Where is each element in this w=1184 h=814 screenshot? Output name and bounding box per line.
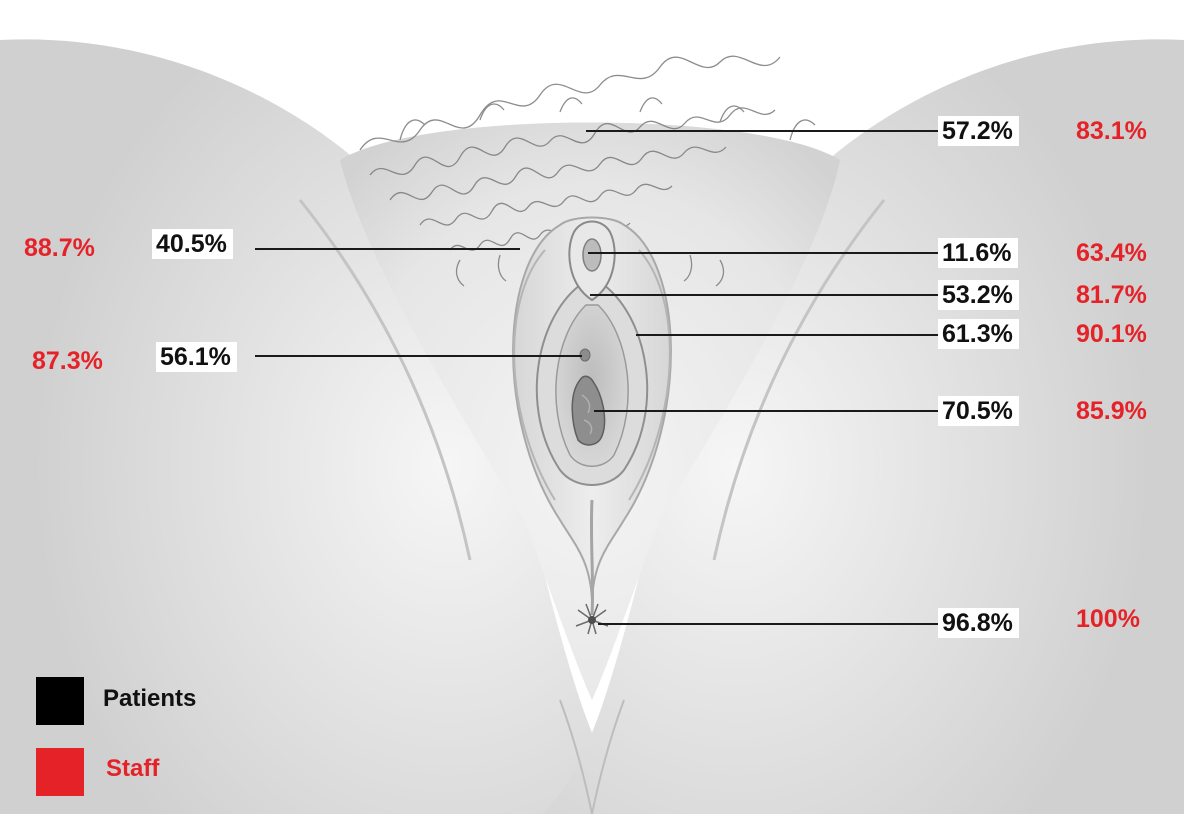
legend-patients-label: Patients bbox=[103, 684, 196, 714]
staff-value-vaginal-opening: 85.9% bbox=[1076, 396, 1147, 426]
staff-value-labia-minora: 90.1% bbox=[1076, 319, 1147, 349]
staff-value-mons: 83.1% bbox=[1076, 116, 1147, 146]
staff-value-clitoral-hood: 81.7% bbox=[1076, 280, 1147, 310]
staff-value-labia-majora: 88.7% bbox=[24, 233, 95, 263]
patients-value-mons: 57.2% bbox=[938, 116, 1019, 146]
staff-value-urethra: 87.3% bbox=[32, 346, 103, 376]
patients-value-clitoral-hood: 53.2% bbox=[938, 280, 1019, 310]
patients-value-labia-minora: 61.3% bbox=[938, 319, 1019, 349]
patients-value-anus: 96.8% bbox=[938, 608, 1019, 638]
legend-staff-label: Staff bbox=[106, 754, 159, 784]
legend-patients-swatch bbox=[36, 677, 84, 725]
legend-staff-swatch bbox=[36, 748, 84, 796]
patients-value-urethra: 56.1% bbox=[156, 342, 237, 372]
staff-value-clitoris: 63.4% bbox=[1076, 238, 1147, 268]
patients-value-labia-majora: 40.5% bbox=[152, 229, 233, 259]
staff-value-anus: 100% bbox=[1076, 604, 1140, 634]
patients-value-clitoris: 11.6% bbox=[938, 238, 1018, 268]
patients-value-vaginal-opening: 70.5% bbox=[938, 396, 1019, 426]
